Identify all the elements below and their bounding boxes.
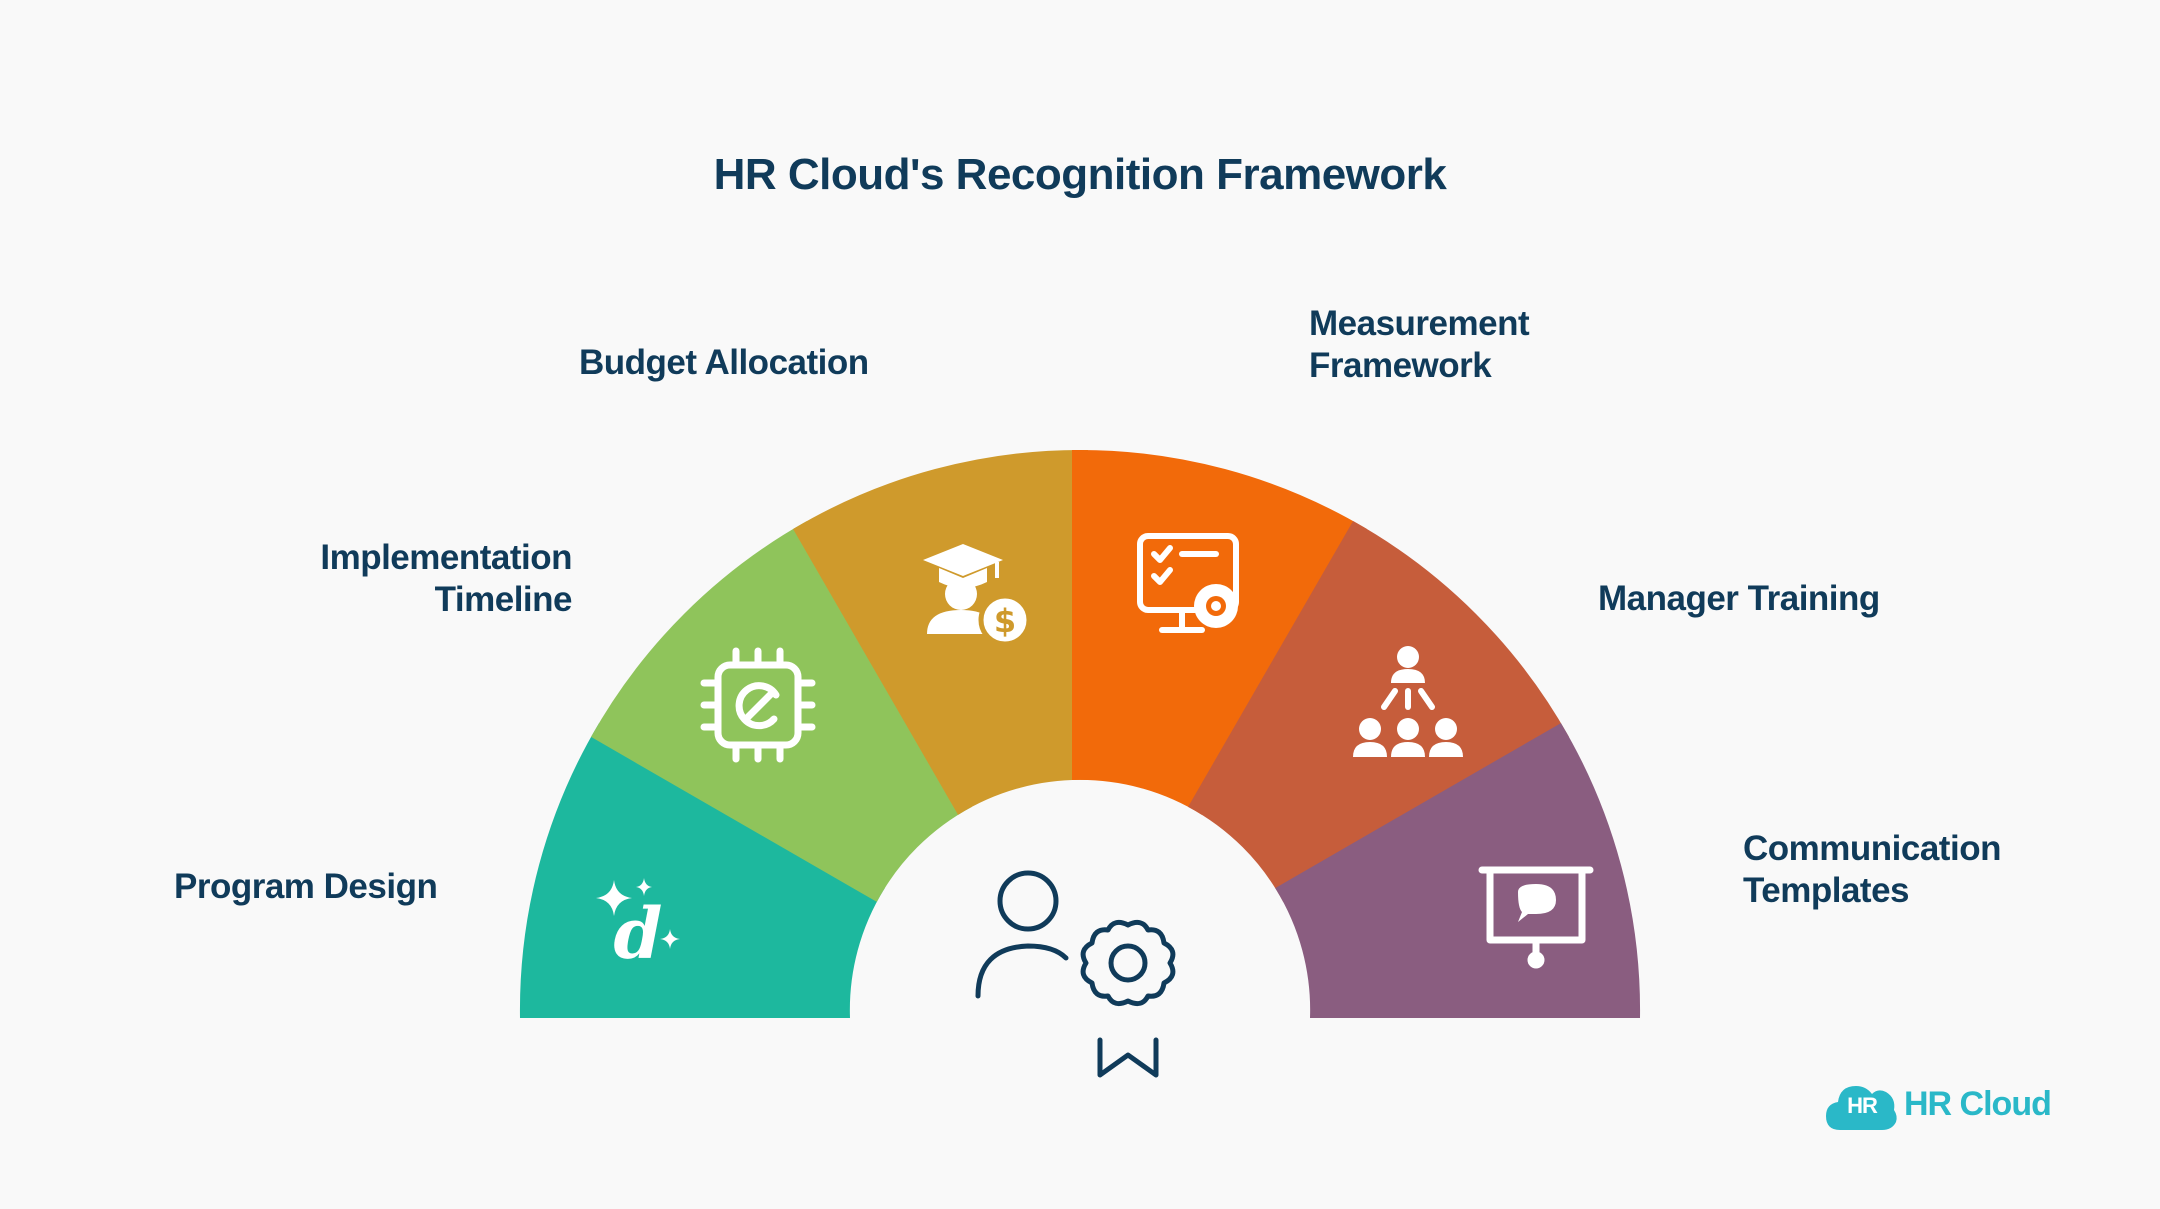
- cloud-logo-icon: HR: [1826, 1076, 1898, 1132]
- graduate-dollar-icon: $: [923, 544, 1032, 647]
- presentation-board-icon: [1478, 866, 1594, 969]
- svg-text:d: d: [614, 892, 663, 975]
- hr-cloud-logo: HR HR Cloud: [1826, 1076, 2052, 1132]
- chip-icon: [700, 647, 816, 763]
- segment-manager-training: [1188, 521, 1569, 902]
- label-implementation-timeline: Implementation Timeline: [320, 538, 572, 619]
- sparkle-d-icon: d: [596, 878, 680, 975]
- label-measurement-framework: Measurement Framework: [1309, 304, 1530, 385]
- label-budget-allocation: Budget Allocation: [579, 343, 869, 382]
- label-manager-training: Manager Training: [1598, 579, 1880, 618]
- segment-program-design: [519, 723, 885, 1018]
- label-communication-templates: Communication Templates: [1743, 829, 2001, 910]
- segment-implementation-timeline: [591, 521, 972, 902]
- logo-text: HR Cloud: [1904, 1084, 2052, 1123]
- person-award-icon: [975, 870, 1176, 1078]
- monitor-checklist-gear-icon: [1137, 533, 1239, 633]
- segment-measurement-framework: [1072, 449, 1367, 815]
- page-title: HR Cloud's Recognition Framework: [713, 150, 1447, 199]
- svg-text:$: $: [994, 602, 1016, 640]
- segment-communication-templates: [1275, 723, 1641, 1018]
- hierarchy-people-icon: [1353, 646, 1463, 757]
- label-program-design: Program Design: [174, 867, 438, 906]
